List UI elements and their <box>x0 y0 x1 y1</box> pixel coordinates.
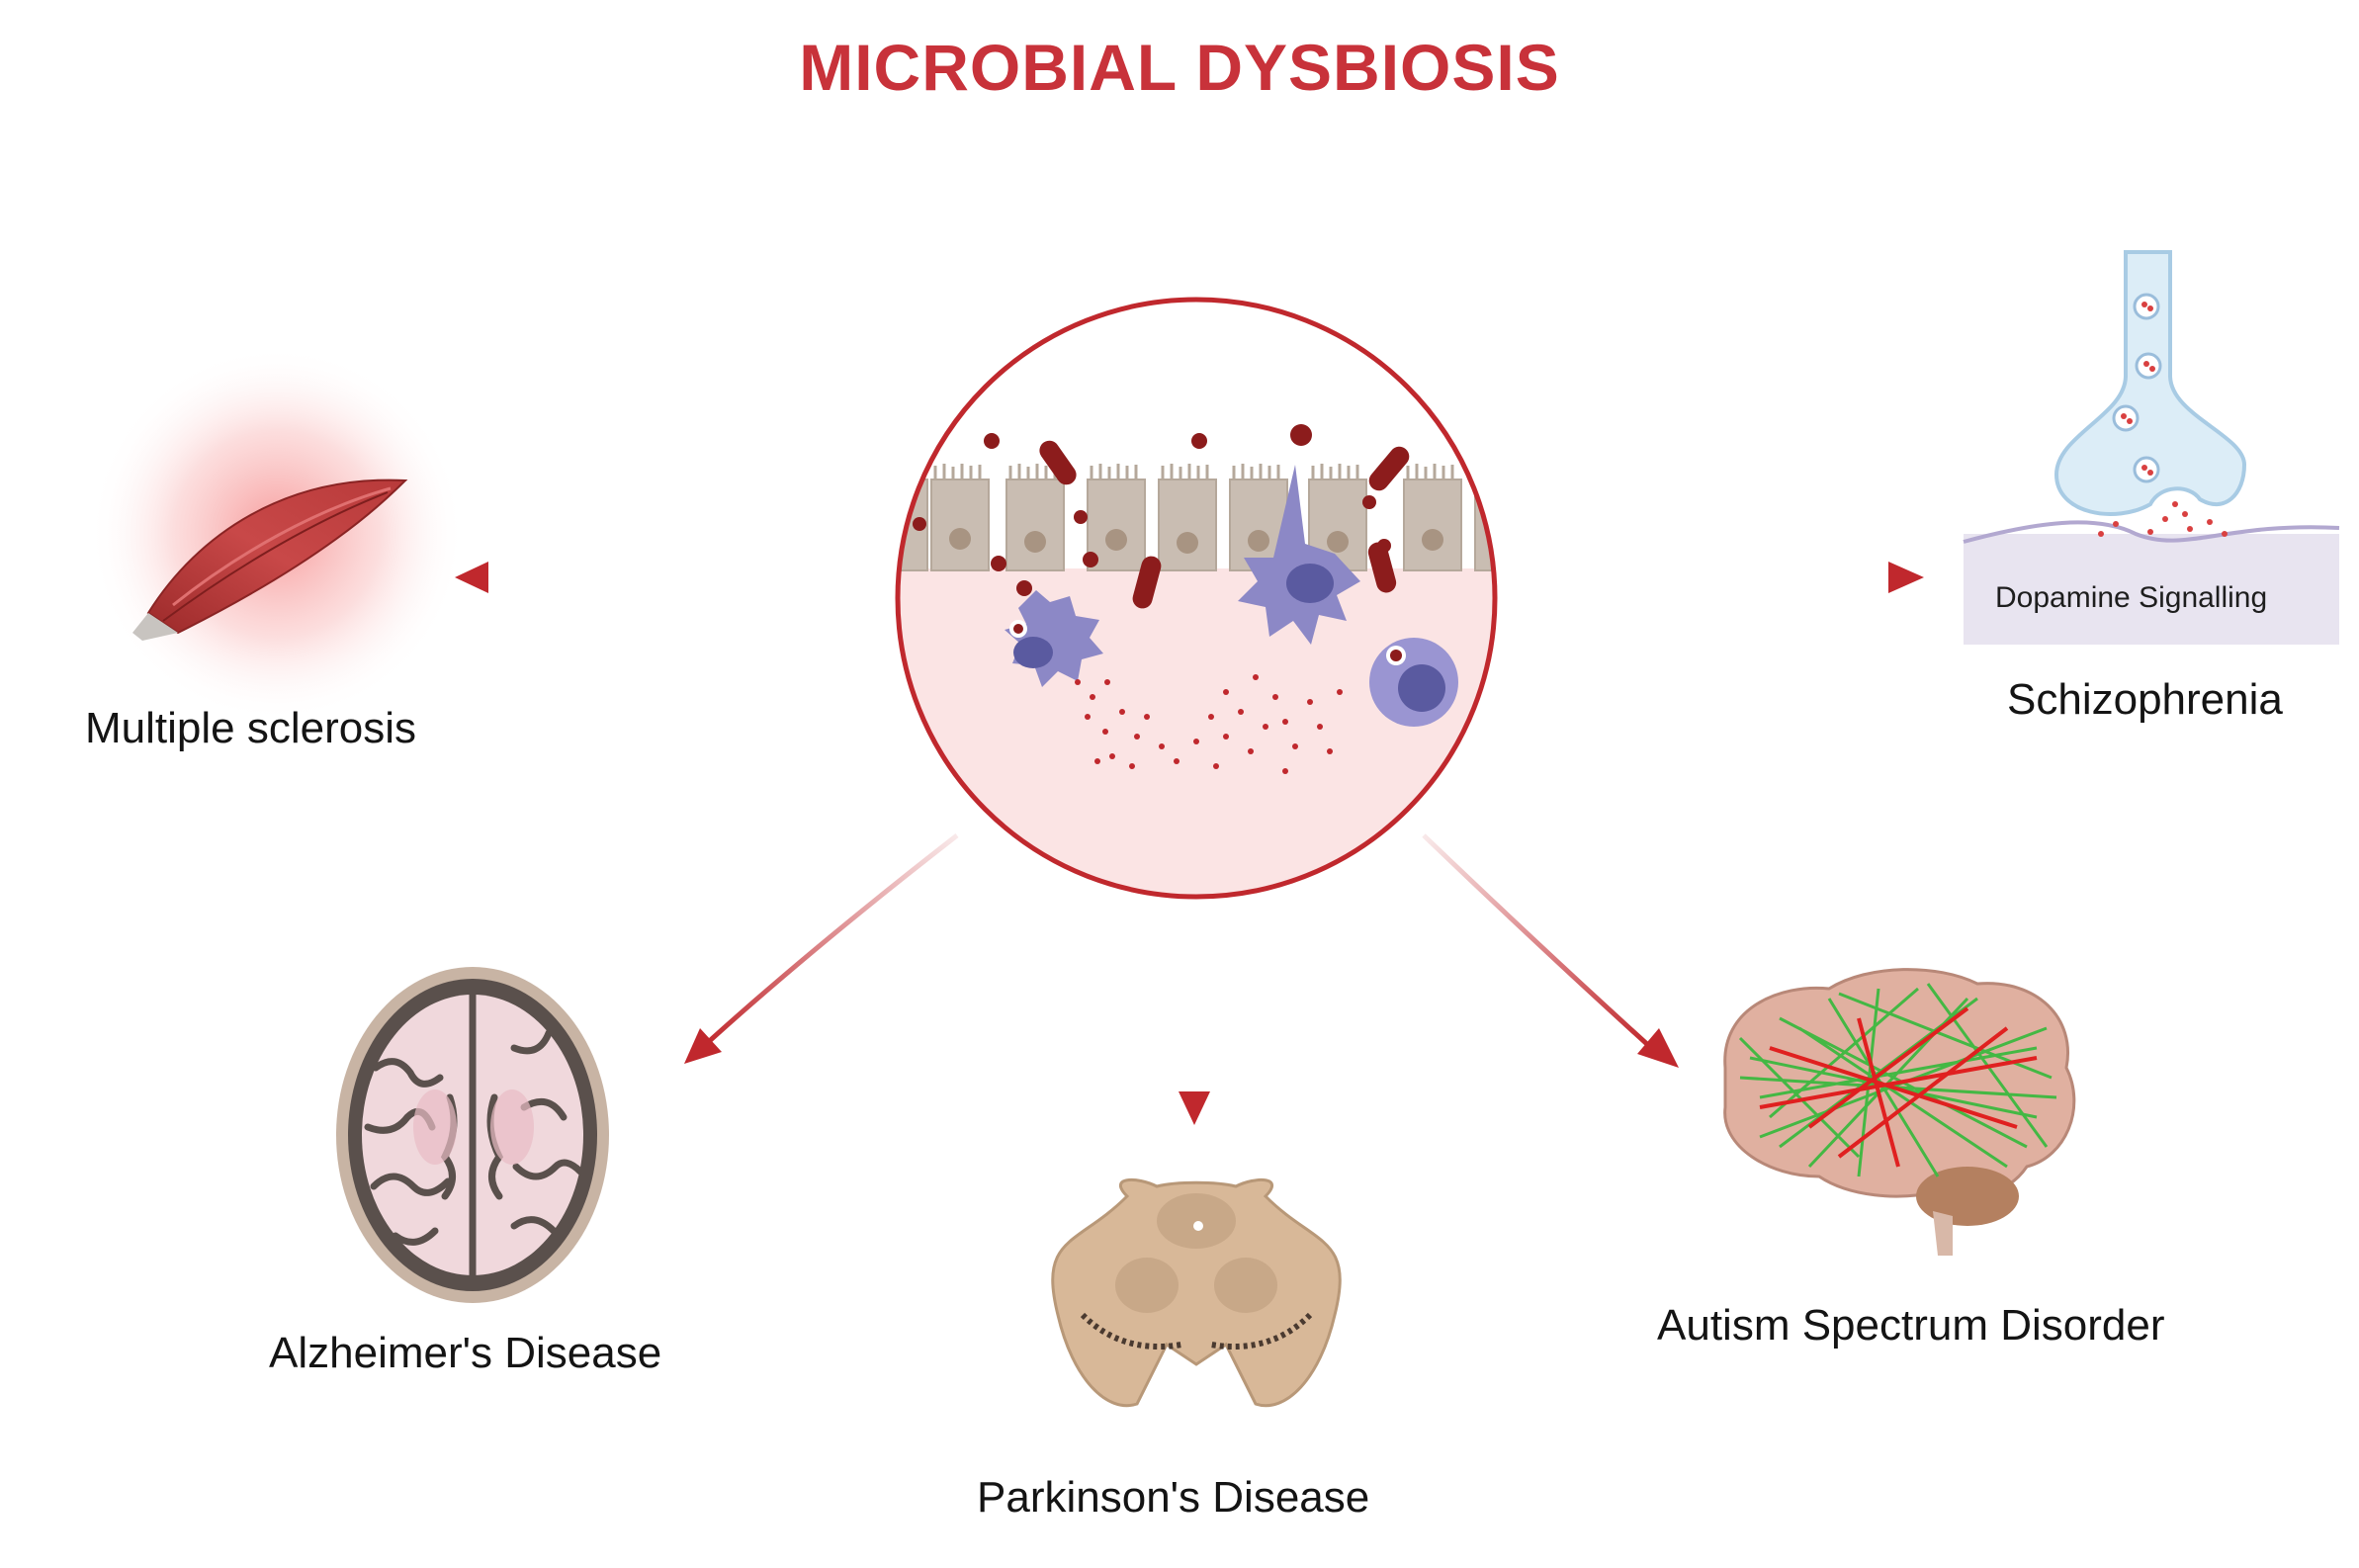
label-parkinsons: Parkinson's Disease <box>977 1473 1370 1522</box>
epithelial-cells <box>898 479 1495 571</box>
brain-slice-icon <box>336 967 609 1303</box>
label-multiple-sclerosis: Multiple sclerosis <box>85 704 416 752</box>
arrow-to-ms <box>455 562 870 593</box>
gut-circle-illustration <box>895 297 1498 900</box>
arrow-to-parkinsons <box>1179 917 1210 1125</box>
brainstem-icon <box>1051 1177 1342 1408</box>
label-dopamine-signalling: Dopamine Signalling <box>1995 581 2268 614</box>
arrow-to-autism <box>1422 833 1679 1068</box>
immune-cells <box>1005 465 1458 727</box>
label-autism: Autism Spectrum Disorder <box>1657 1301 2165 1350</box>
brain-network-icon <box>1723 968 2076 1256</box>
diagram-title: MICROBIAL DYSBIOSIS <box>799 31 1560 104</box>
arrow-to-schizophrenia <box>1511 562 1924 593</box>
arrow-to-alzheimers <box>684 833 959 1064</box>
label-alzheimers: Alzheimer's Disease <box>269 1329 662 1377</box>
label-schizophrenia: Schizophrenia <box>2007 675 2283 724</box>
bacteria <box>913 424 1410 609</box>
synapse-icon <box>1963 250 2340 645</box>
muscle-icon <box>89 346 465 722</box>
